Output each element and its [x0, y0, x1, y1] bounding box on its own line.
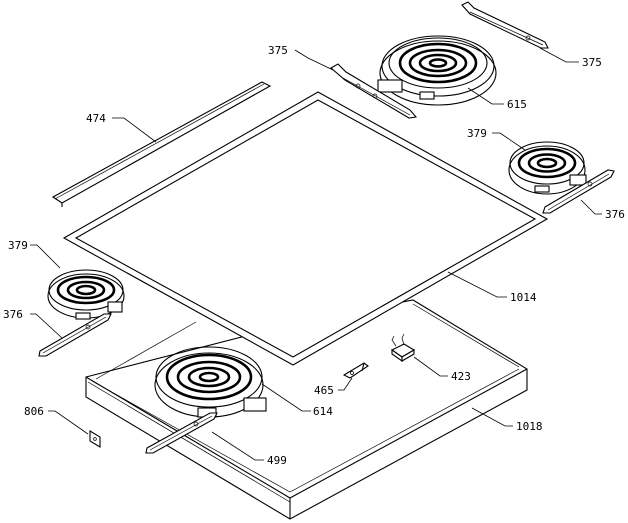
part-label-474: 474 [86, 112, 106, 125]
burner-bracket-top-right [461, 1, 549, 49]
part-label-376-left: 376 [3, 308, 23, 321]
part-label-375-top-right: 375 [582, 56, 602, 69]
burner-bracket-right [542, 169, 615, 214]
burner-bracket-top-center [330, 63, 418, 119]
part-label-499: 499 [267, 454, 287, 467]
part-label-379-right: 379 [467, 127, 487, 140]
part-label-615: 615 [507, 98, 527, 111]
part-label-423: 423 [451, 370, 471, 383]
part-label-806: 806 [24, 405, 44, 418]
dual-burner-element [377, 35, 497, 106]
small-burner-right [508, 141, 587, 195]
part-label-614: 614 [313, 405, 333, 418]
part-label-1014: 1014 [510, 291, 537, 304]
part-labels: 375 375 615 474 379 376 379 1014 376 423… [3, 44, 625, 467]
leader-lines [30, 47, 602, 461]
part-label-1018: 1018 [516, 420, 543, 433]
terminal-block [390, 333, 416, 363]
large-burner-front [154, 346, 267, 418]
mounting-clip [342, 362, 369, 379]
small-burner-left [47, 269, 125, 320]
trim-strip [51, 81, 272, 207]
part-label-379-left: 379 [8, 239, 28, 252]
burner-bracket-bottom [145, 412, 218, 454]
glass-top-frame [62, 91, 549, 366]
part-label-465: 465 [314, 384, 334, 397]
burner-bracket-left [38, 313, 112, 357]
part-label-376-right: 376 [605, 208, 625, 221]
small-bracket [89, 430, 101, 448]
part-label-375-top-center: 375 [268, 44, 288, 57]
